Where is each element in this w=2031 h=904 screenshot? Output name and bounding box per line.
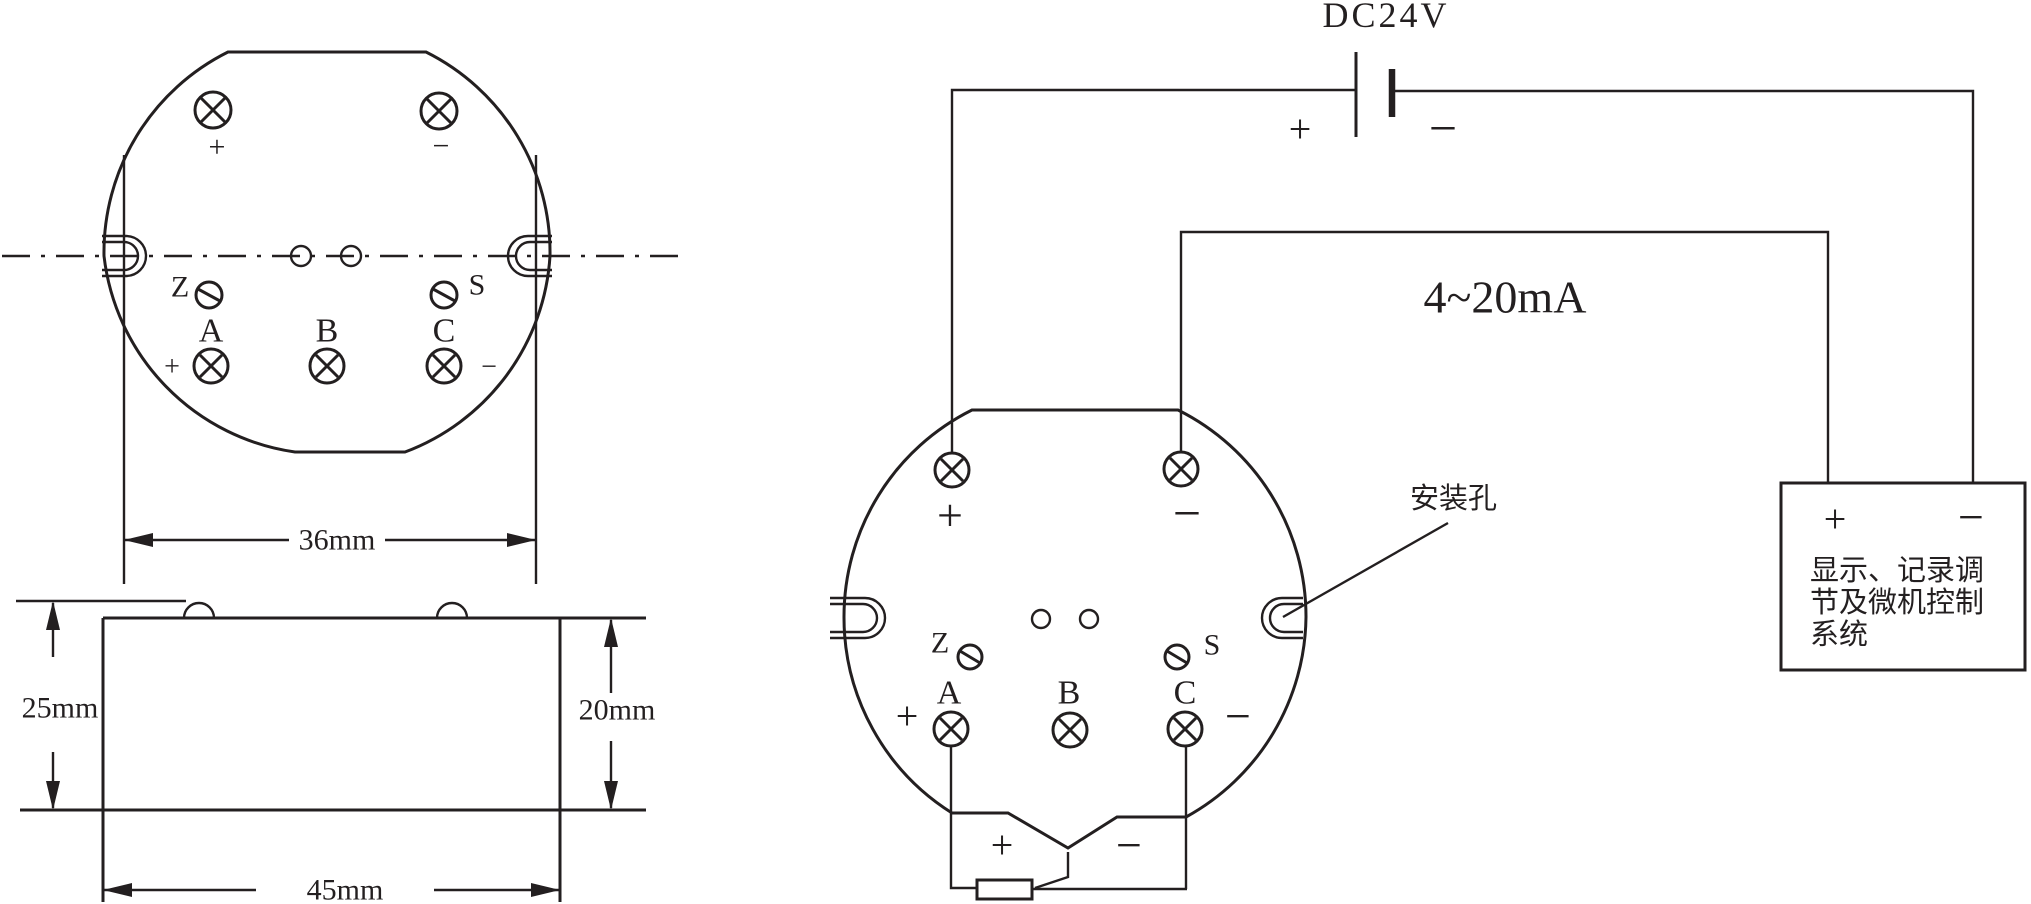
terminal-top-plus <box>193 90 233 130</box>
sensor-plus-label: + <box>991 823 1014 868</box>
transmitter-slot-right <box>1260 596 1303 640</box>
wire-supply-negative <box>1392 89 1975 483</box>
transmitter-zero-screw <box>956 643 984 671</box>
wire-supply-positive <box>950 88 1356 452</box>
dimension-20mm: 20mm <box>579 618 656 810</box>
zero-screw <box>194 280 224 310</box>
transmitter-b-label: B <box>1058 675 1081 712</box>
dim-25mm-text: 25mm <box>22 692 99 725</box>
transmitter-minus-label: − <box>1173 485 1201 541</box>
wiring-circuit: DC24V + − 4~20mA 安装孔 <box>830 0 2027 901</box>
center-hole-left <box>289 244 313 268</box>
receiver-box-outline <box>1779 481 2027 672</box>
transmitter-span-label: S <box>1204 629 1221 662</box>
transmitter-hole-right <box>1078 608 1100 630</box>
label-terminal-b: B <box>316 313 339 350</box>
transmitter-span-screw <box>1163 643 1191 671</box>
dim-20mm-text: 20mm <box>579 694 656 727</box>
terminal-c <box>425 347 463 385</box>
sensor-wire-notch <box>1034 852 1070 890</box>
label-terminal-c: C <box>433 313 456 350</box>
transmitter-terminal-plus <box>933 451 971 489</box>
mounting-slot-right <box>506 234 552 278</box>
battery-minus-label: − <box>1429 100 1457 156</box>
transmitter-terminal-c <box>1166 710 1204 748</box>
side-bump-right <box>435 601 469 619</box>
label-zero-screw: Z <box>171 271 189 304</box>
mounting-slot-left <box>102 234 148 278</box>
label-span-screw: S <box>469 269 486 302</box>
receiver-text-line1: 显示、记录调 <box>1810 555 1984 587</box>
side-view: 25mm 20mm 45mm <box>16 599 656 904</box>
label-row-plus: + <box>164 352 180 383</box>
label-top-plus: + <box>209 131 226 164</box>
face-view: + − Z S A B C + <box>2 50 688 584</box>
transmitter-plus-label: + <box>937 490 963 541</box>
face-body-outline <box>102 50 552 454</box>
sensor-resistor <box>975 878 1034 901</box>
receiver-minus-label: − <box>1958 492 1984 543</box>
transmitter-terminal-a <box>932 710 970 748</box>
battery-plus-label: + <box>1289 107 1312 152</box>
dimension-25mm: 25mm <box>22 601 99 810</box>
transmitter-hole-left <box>1030 608 1052 630</box>
transmitter-body-outline <box>842 408 1308 850</box>
terminal-a <box>192 347 230 385</box>
transmitter-row-minus-label: − <box>1225 691 1251 742</box>
sensor-minus-label: − <box>1116 820 1142 871</box>
receiver-text-line3: 系统 <box>1810 618 1868 651</box>
transmitter-a-label: A <box>937 675 962 712</box>
dim-36mm-text: 36mm <box>299 524 376 557</box>
supply-label: DC24V <box>1322 0 1449 35</box>
transmitter-row-plus-label: + <box>896 694 919 739</box>
span-screw <box>429 280 459 310</box>
side-bump-left <box>182 601 216 619</box>
label-top-minus: − <box>433 130 450 163</box>
loop-current-label: 4~20mA <box>1424 272 1587 323</box>
label-row-minus: − <box>481 352 497 383</box>
receiver-plus-label: + <box>1824 497 1847 542</box>
center-hole-right <box>339 244 363 268</box>
sensor-wire-a <box>949 746 977 890</box>
mounting-hole-leader <box>1282 521 1449 619</box>
wire-current-loop <box>1179 230 1830 483</box>
dimension-45mm: 45mm <box>103 874 560 904</box>
transmitter-zero-label: Z <box>931 627 949 660</box>
battery-symbol: + − <box>1289 52 1457 156</box>
receiver-text-line2: 节及微机控制 <box>1810 586 1984 619</box>
terminal-top-minus <box>419 91 459 131</box>
transmitter-slot-left <box>830 596 887 640</box>
transmitter-c-label: C <box>1174 675 1197 712</box>
mounting-hole-label: 安装孔 <box>1410 482 1497 515</box>
receiver-box: + − 显示、记录调 节及微机控制 系统 <box>1779 481 2027 672</box>
label-terminal-a: A <box>199 313 224 350</box>
transmitter-terminal-b <box>1051 711 1089 749</box>
dimension-36mm: 36mm <box>124 524 536 557</box>
terminal-b <box>308 347 346 385</box>
transmitter-terminal-minus <box>1162 450 1200 488</box>
dim-45mm-text: 45mm <box>307 874 384 904</box>
sensor-network: + − <box>949 746 1188 901</box>
